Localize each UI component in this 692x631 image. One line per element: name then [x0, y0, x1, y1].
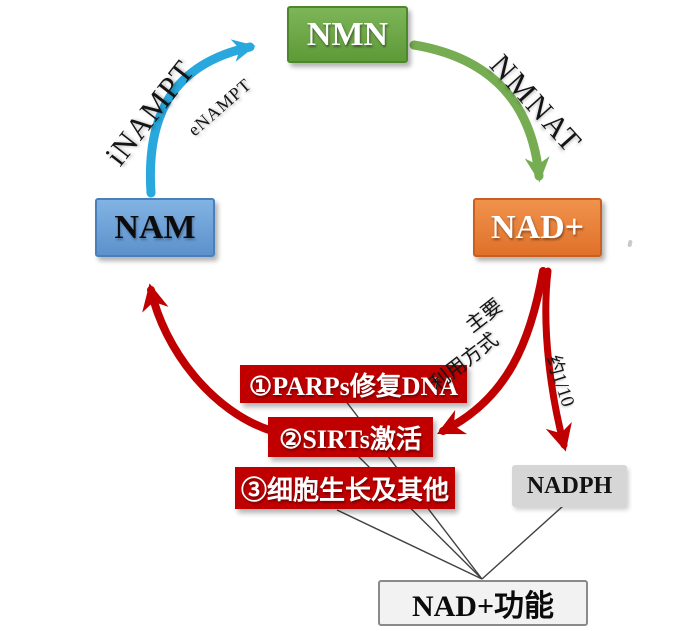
arrow-functions-to-nam	[142, 283, 276, 435]
node-nam: NAM	[95, 198, 215, 257]
function-box-sirts: ②SIRTs激活	[268, 417, 433, 457]
arrow-nad-to-nadph	[542, 267, 572, 452]
connector-cellgrowth-to-function	[336, 509, 483, 580]
function-box-cellgrowth: ③细胞生长及其他	[235, 467, 455, 509]
node-nadph: NADPH	[512, 465, 627, 507]
node-nmn: NMN	[287, 6, 408, 63]
node-nad: NAD+	[473, 198, 602, 257]
node-nad-function: NAD+功能	[378, 580, 588, 626]
connector-nadph-to-function	[481, 505, 564, 580]
arrow-nad-to-functions	[436, 267, 547, 435]
arrow-nam-to-nmn	[145, 39, 256, 198]
function-box-parps: ①PARPs修复DNA	[240, 365, 467, 403]
arrow-nmn-to-nad	[409, 40, 550, 183]
